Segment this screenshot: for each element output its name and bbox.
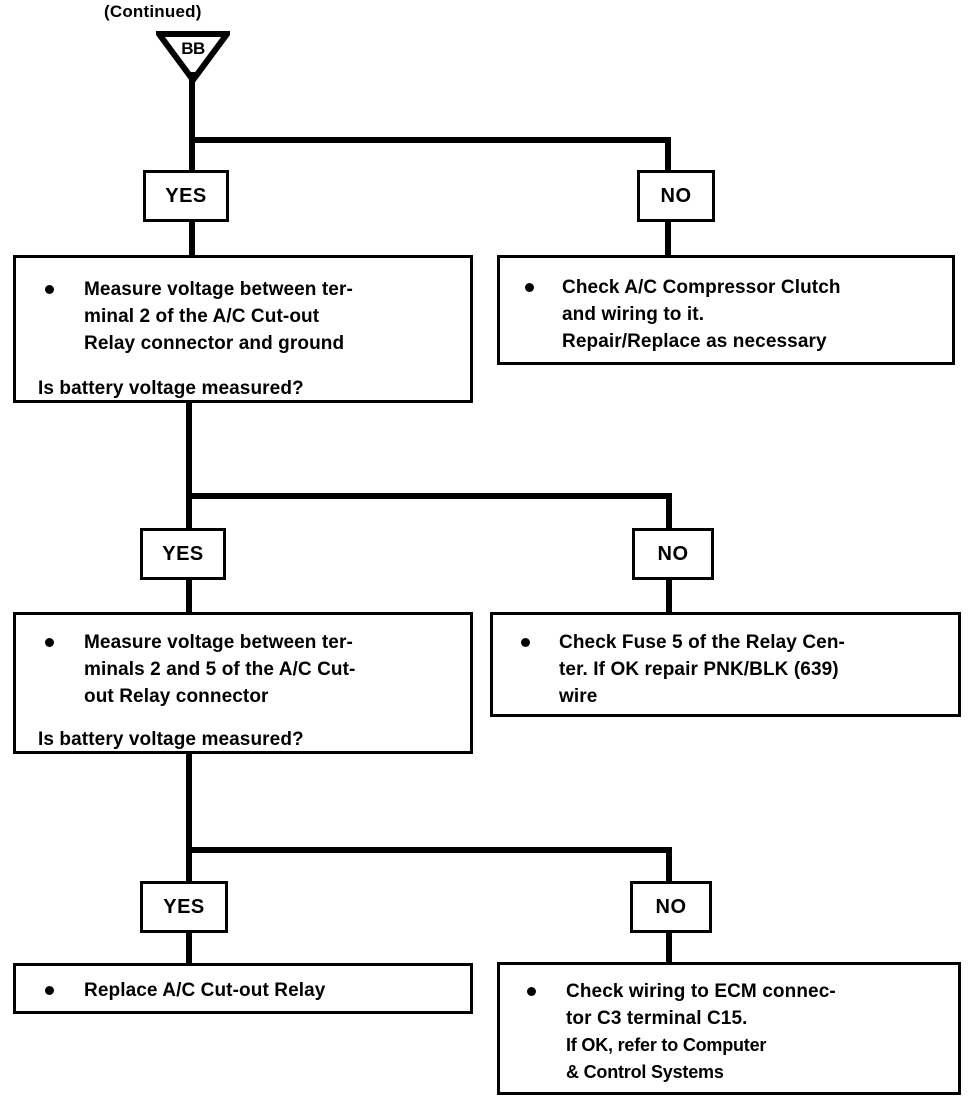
bullet-dot-icon (45, 285, 54, 294)
branch-2-yes-badge[interactable]: YES (140, 528, 226, 580)
branch-3-no-stem (666, 930, 672, 966)
branch-1-no-box-text: Check A/C Compressor Clutch and wiring t… (562, 277, 841, 352)
branch-2-no-box: Check Fuse 5 of the Relay Cen- ter. If O… (490, 612, 961, 717)
connector-trunk-2 (186, 401, 192, 499)
bullet-item: Measure voltage between ter- minal 2 of … (16, 276, 470, 357)
branch-3-no-box-text: Check wiring to ECM connec- tor C3 termi… (566, 981, 836, 1029)
branch-bar-1 (189, 137, 671, 143)
branch-2-yes-stem (186, 577, 192, 615)
branch-3-no-box-text-extra: If OK, refer to Computer & Control Syste… (566, 1035, 767, 1082)
branch-2-no-stem (666, 577, 672, 615)
branch-1-yes-box-question: Is battery voltage measured? (38, 378, 304, 399)
connector-triangle-bb: BB (156, 31, 230, 83)
bullet-dot-icon (521, 638, 530, 647)
branch-1-yes-box-text: Measure voltage between ter- minal 2 of … (84, 279, 353, 354)
connector-trunk-top (189, 72, 195, 143)
branch-2-no-box-text: Check Fuse 5 of the Relay Cen- ter. If O… (559, 632, 845, 707)
continued-label: (Continued) (104, 2, 202, 21)
branch-3-yes-box: Replace A/C Cut-out Relay (13, 963, 473, 1014)
branch-1-yes-stem (189, 219, 195, 259)
connector-triangle-label: BB (181, 39, 205, 58)
bullet-item: Check wiring to ECM connec- tor C3 termi… (500, 978, 958, 1086)
branch-2-no-drop (666, 493, 672, 529)
bullet-dot-icon (45, 986, 54, 995)
branch-1-no-badge[interactable]: NO (637, 170, 715, 222)
branch-1-yes-drop (189, 137, 195, 173)
bullet-dot-icon (527, 987, 536, 996)
branch-1-yes-badge[interactable]: YES (143, 170, 229, 222)
bullet-dot-icon (45, 638, 54, 647)
branch-1-no-box: Check A/C Compressor Clutch and wiring t… (497, 255, 955, 365)
branch-2-yes-drop (186, 493, 192, 529)
branch-1-no-drop (665, 137, 671, 173)
branch-1-no-stem (665, 219, 671, 259)
bullet-dot-icon (525, 283, 534, 292)
branch-3-yes-stem (186, 930, 192, 966)
branch-2-yes-box-question: Is battery voltage measured? (38, 729, 304, 750)
branch-3-yes-drop (186, 847, 192, 883)
branch-3-yes-badge[interactable]: YES (140, 881, 228, 933)
branch-3-no-badge[interactable]: NO (630, 881, 712, 933)
branch-2-yes-box-text: Measure voltage between ter- minals 2 an… (84, 632, 356, 707)
bullet-item: Check A/C Compressor Clutch and wiring t… (500, 274, 952, 355)
branch-2-yes-box: Measure voltage between ter- minals 2 an… (13, 612, 473, 754)
branch-3-no-box: Check wiring to ECM connec- tor C3 termi… (497, 962, 961, 1095)
bullet-item: Measure voltage between ter- minals 2 an… (16, 629, 470, 710)
bullet-item: Replace A/C Cut-out Relay (16, 977, 470, 1004)
branch-bar-3 (186, 847, 672, 853)
branch-2-no-badge[interactable]: NO (632, 528, 714, 580)
bullet-item: Check Fuse 5 of the Relay Cen- ter. If O… (493, 629, 958, 710)
branch-3-no-drop (666, 847, 672, 883)
branch-3-yes-box-text: Replace A/C Cut-out Relay (84, 980, 326, 1001)
branch-1-yes-box: Measure voltage between ter- minal 2 of … (13, 255, 473, 403)
connector-trunk-3 (186, 752, 192, 852)
branch-bar-2 (186, 493, 672, 499)
